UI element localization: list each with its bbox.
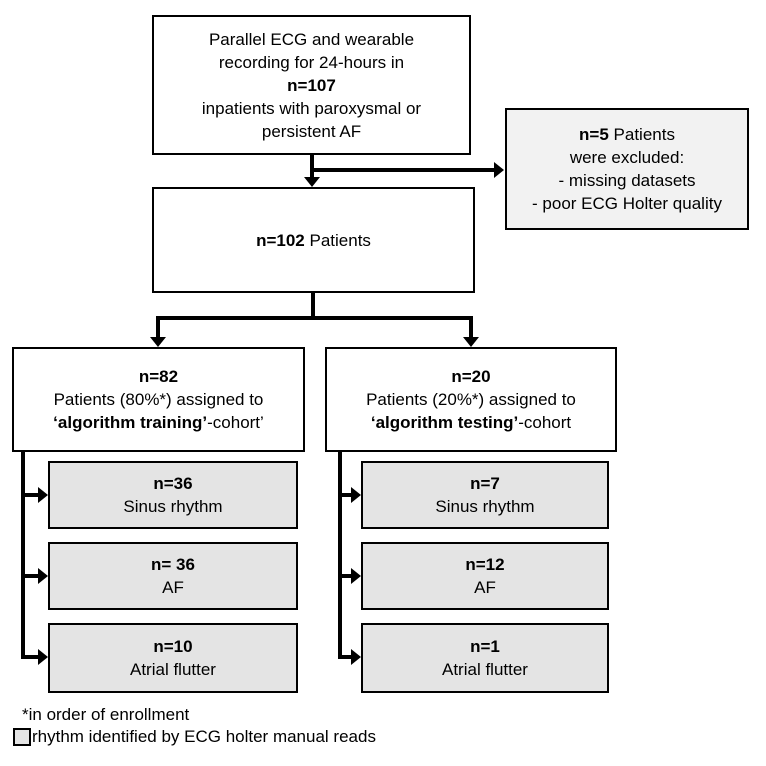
arrow-enrollment-to-patients-line [310, 155, 314, 179]
arrow-enrollment-to-patients-head-icon [304, 177, 320, 187]
training-spine-line [21, 452, 25, 659]
training-outcome-flutter-box: n=10 Atrial flutter [48, 623, 298, 693]
footnote-enrollment-order: *in order of enrollment [22, 705, 190, 724]
arrow-to-training-line [156, 316, 160, 339]
outcome-label: AF [162, 578, 184, 597]
outcome-count: n=10 [153, 637, 193, 656]
arrow-to-exclusion-head-icon [494, 162, 504, 178]
enrollment-line-2: recording for 24-hours in [218, 52, 405, 72]
testing-outcome-sinus-box: n=7 Sinus rhythm [361, 461, 609, 529]
outcome-label: Sinus rhythm [123, 497, 223, 516]
outcome-label: Atrial flutter [442, 660, 528, 679]
enrollment-box: Parallel ECG and wearable recording for … [152, 15, 471, 155]
outcome-label: Atrial flutter [130, 660, 216, 679]
connector-split-bar [156, 316, 473, 320]
arrow-training-sinus-head-icon [38, 487, 48, 503]
arrow-testing-af-head-icon [351, 568, 361, 584]
testing-line-2: Patients (20%*) assigned to [366, 390, 576, 409]
arrow-training-flutter-line [21, 655, 40, 659]
patients-count: n=102 [256, 230, 305, 250]
exclusion-reason-1: - missing datasets [558, 171, 696, 190]
footnote-legend: rhythm identified by ECG holter manual r… [13, 726, 376, 747]
enrollment-count: n=107 [287, 75, 336, 95]
outcome-label: Sinus rhythm [435, 497, 535, 516]
arrow-testing-flutter-line [338, 655, 353, 659]
testing-cohort-box: n=20 Patients (20%*) assigned to ‘algori… [325, 347, 617, 452]
outcome-count: n=12 [465, 555, 505, 574]
outcome-count: n=36 [153, 474, 193, 493]
patients-box: n=102 Patients [152, 187, 475, 293]
arrow-testing-flutter-head-icon [351, 649, 361, 665]
testing-outcome-af-box: n=12 AF [361, 542, 609, 610]
outcome-count: n= 36 [151, 555, 195, 574]
outcome-count: n=7 [470, 474, 500, 493]
enrollment-line-4: persistent AF [261, 121, 362, 141]
testing-cohort-tail: -cohort [518, 413, 572, 432]
exclusion-count: n=5 [579, 125, 609, 144]
arrow-training-sinus-line [21, 493, 40, 497]
testing-cohort-label: ‘algorithm testing’-cohort [371, 411, 571, 434]
enrollment-line-3: inpatients with paroxysmal or [201, 98, 422, 118]
testing-spine-line [338, 452, 342, 659]
arrow-to-training-head-icon [150, 337, 166, 347]
connector-patients-stub [311, 293, 315, 318]
exclusion-line-2: were excluded: [569, 148, 685, 167]
training-count: n=82 [138, 367, 179, 386]
training-cohort-box: n=82 Patients (80%*) assigned to ‘algori… [12, 347, 305, 452]
arrow-testing-af-line [338, 574, 353, 578]
outcome-label: AF [474, 578, 496, 597]
enrollment-line-1: Parallel ECG and wearable [208, 29, 415, 49]
arrow-training-af-head-icon [38, 568, 48, 584]
testing-outcome-flutter-box: n=1 Atrial flutter [361, 623, 609, 693]
training-cohort-label: ‘algorithm training’-cohort’ [53, 411, 264, 434]
training-outcome-sinus-box: n=36 Sinus rhythm [48, 461, 298, 529]
exclusion-count-suffix: Patients [608, 125, 675, 144]
patients-count-line: n=102 Patients [256, 229, 371, 252]
exclusion-reason-2: - poor ECG Holter quality [532, 194, 722, 213]
training-line-2: Patients (80%*) assigned to [53, 390, 264, 409]
arrow-to-testing-head-icon [463, 337, 479, 347]
footnote-legend-text: rhythm identified by ECG holter manual r… [32, 727, 376, 746]
arrow-to-exclusion-line [310, 168, 495, 172]
arrow-to-testing-line [469, 316, 473, 339]
patients-count-suffix: Patients [304, 230, 371, 250]
gray-box-legend-icon [13, 727, 31, 746]
training-outcome-af-box: n= 36 AF [48, 542, 298, 610]
arrow-training-af-line [21, 574, 40, 578]
arrow-training-flutter-head-icon [38, 649, 48, 665]
arrow-testing-sinus-line [338, 493, 353, 497]
exclusion-box: n=5 Patients were excluded: - missing da… [505, 108, 749, 230]
exclusion-count-line: n=5 Patients [579, 123, 675, 146]
arrow-testing-sinus-head-icon [351, 487, 361, 503]
outcome-count: n=1 [470, 637, 500, 656]
training-cohort-tail: -cohort’ [207, 413, 264, 432]
testing-cohort-name: ‘algorithm testing’ [370, 413, 519, 432]
testing-count: n=20 [451, 367, 491, 386]
training-cohort-name: ‘algorithm training’ [53, 413, 208, 432]
